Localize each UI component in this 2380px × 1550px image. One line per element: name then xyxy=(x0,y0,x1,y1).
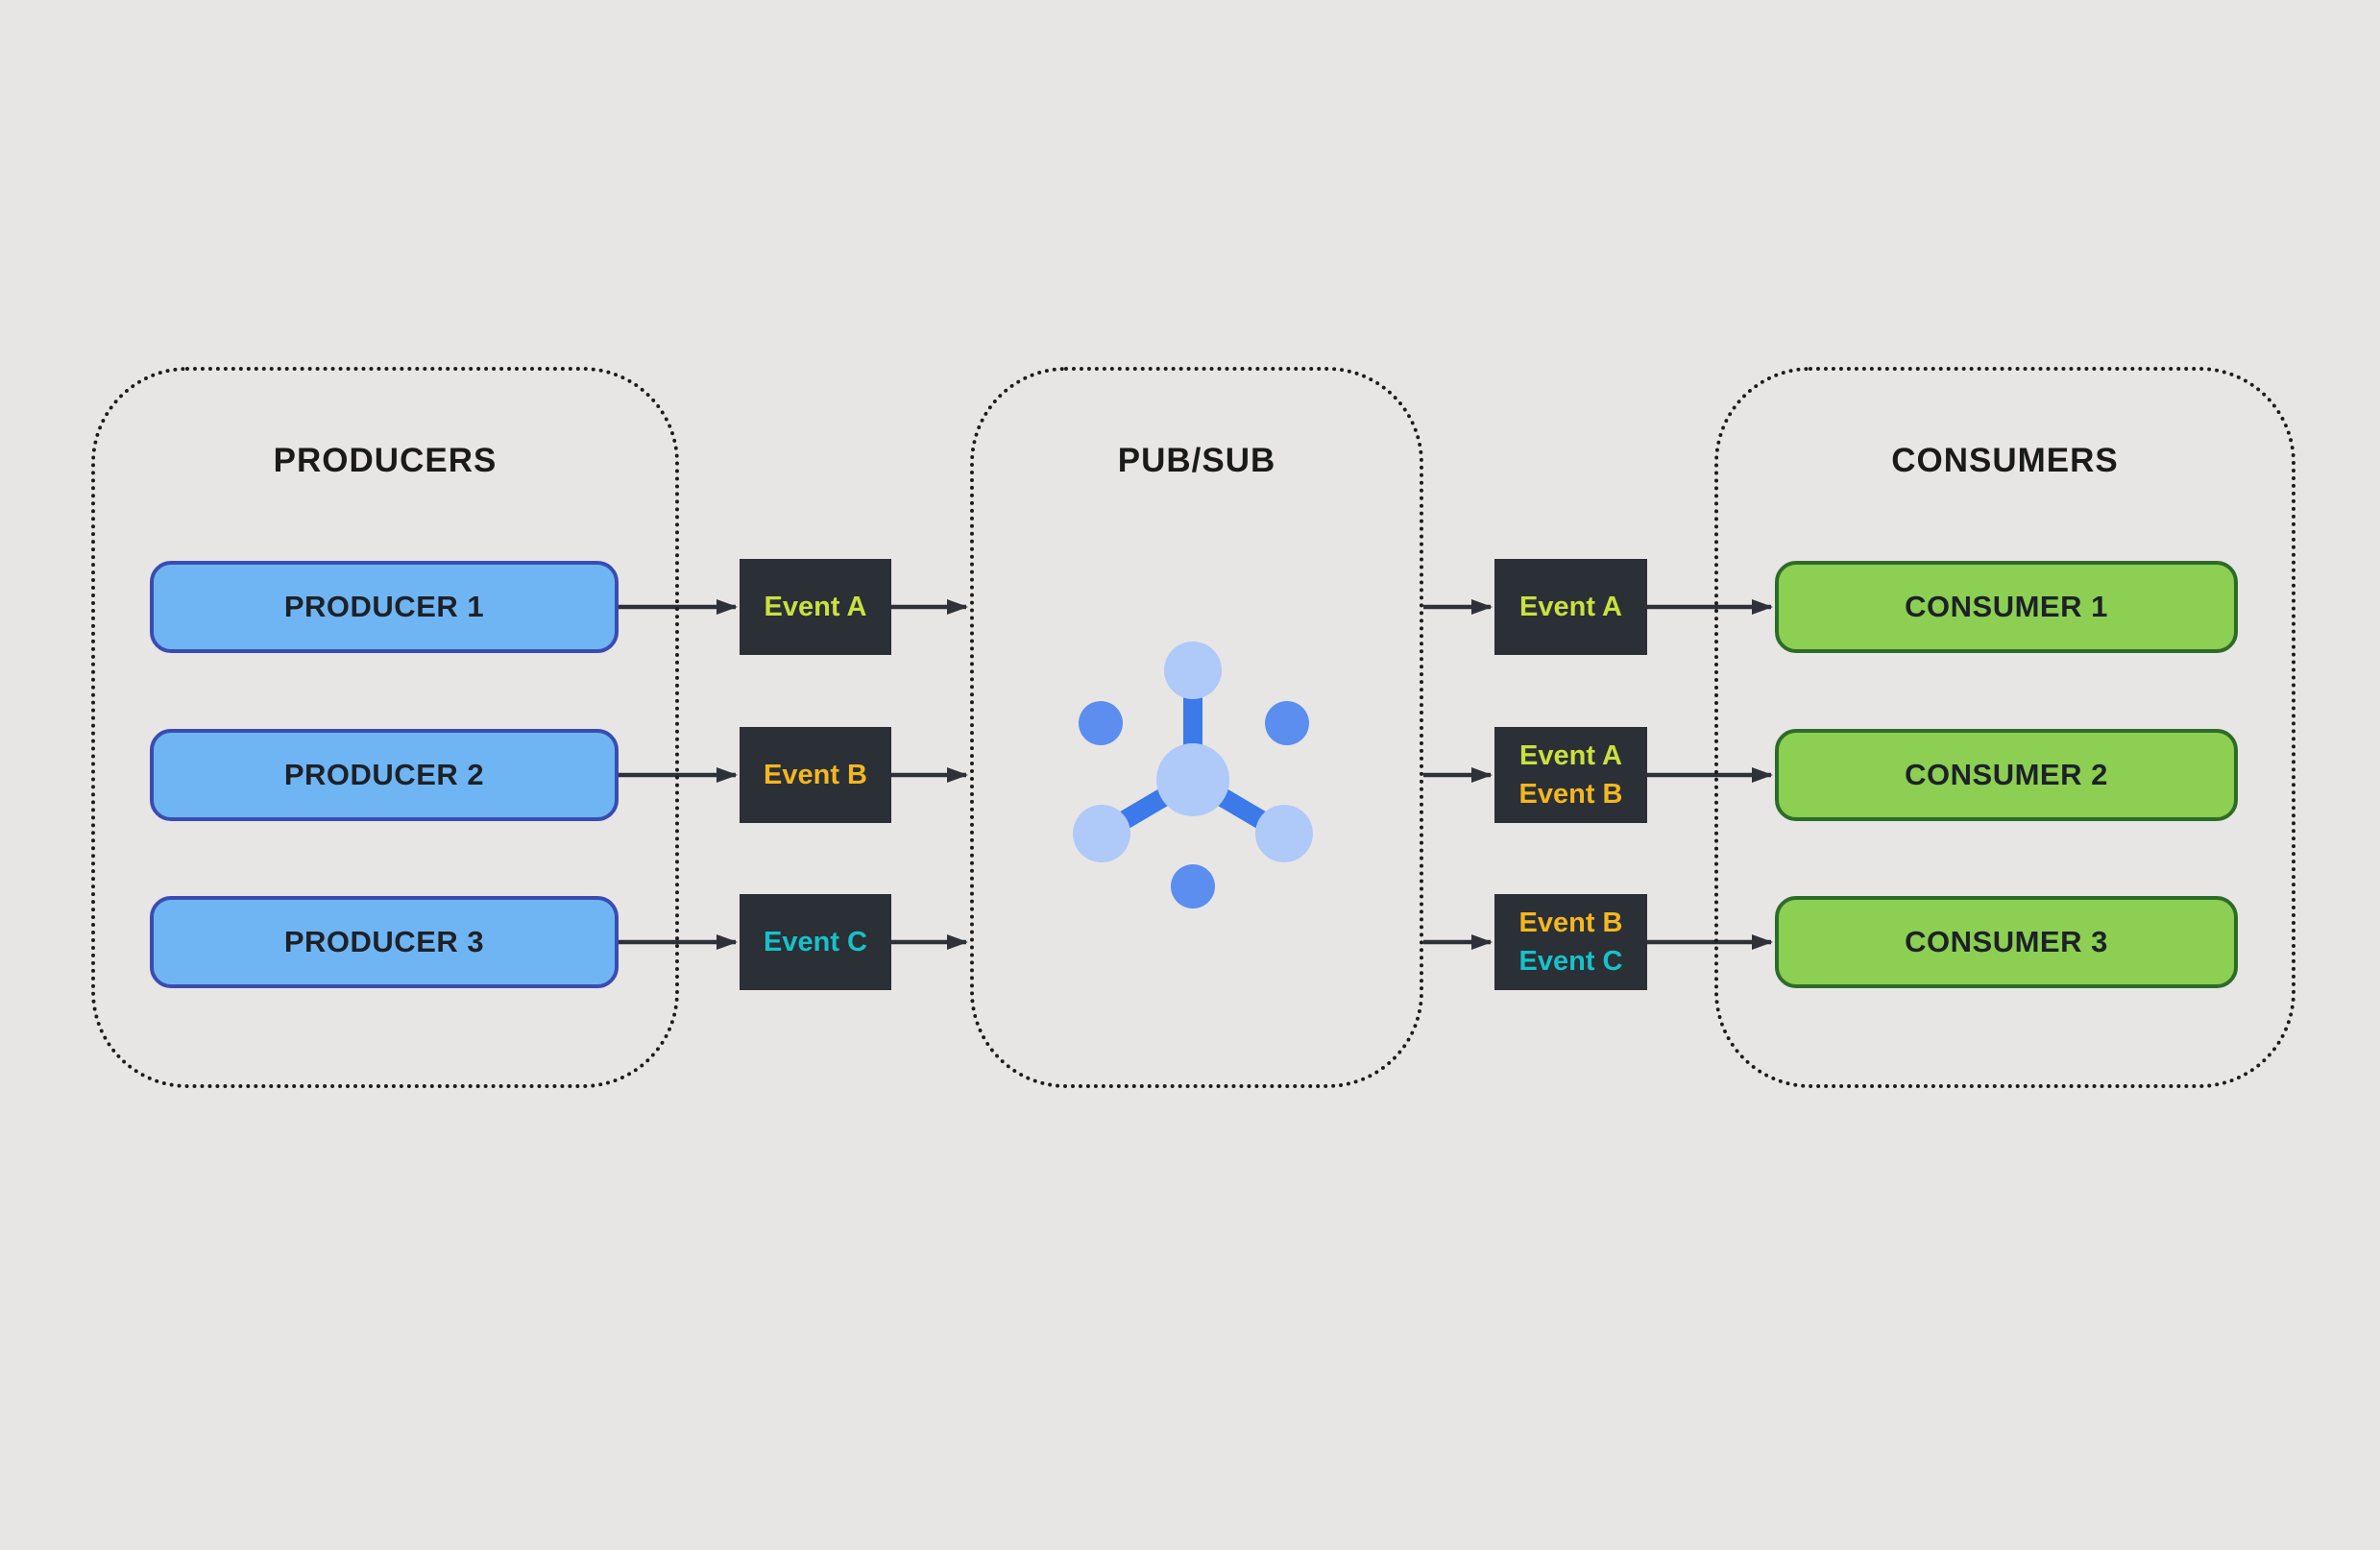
event-label: Event B xyxy=(764,760,867,790)
event-label: Event C xyxy=(1518,946,1623,977)
producer-2-node: PRODUCER 2 xyxy=(150,729,619,821)
published-event-box-c: Event C xyxy=(740,894,891,990)
event-label: Event A xyxy=(1519,740,1622,771)
producer-1-node: PRODUCER 1 xyxy=(150,561,619,653)
event-label: Event B xyxy=(1518,908,1623,938)
consumers-title: CONSUMERS xyxy=(1891,442,2119,479)
consumer-2-node: CONSUMER 2 xyxy=(1775,729,2238,821)
event-label: Event C xyxy=(764,927,867,957)
subscription-event-box-2: Event A Event B xyxy=(1494,727,1647,823)
published-event-box-a: Event A xyxy=(740,559,891,655)
published-event-box-b: Event B xyxy=(740,727,891,823)
consumers-container: CONSUMERS xyxy=(1714,367,2295,1088)
consumer-3-node: CONSUMER 3 xyxy=(1775,896,2238,988)
producer-3-node: PRODUCER 3 xyxy=(150,896,619,988)
event-label: Event A xyxy=(1519,592,1622,622)
event-label: Event A xyxy=(764,592,867,622)
event-label: Event B xyxy=(1518,779,1623,810)
pubsub-container: PUB/SUB xyxy=(970,367,1423,1088)
producers-title: PRODUCERS xyxy=(273,442,498,479)
pubsub-title: PUB/SUB xyxy=(1117,442,1276,479)
producers-container: PRODUCERS xyxy=(91,367,679,1088)
subscription-event-box-3: Event B Event C xyxy=(1494,894,1647,990)
consumer-1-node: CONSUMER 1 xyxy=(1775,561,2238,653)
subscription-event-box-1: Event A xyxy=(1494,559,1647,655)
